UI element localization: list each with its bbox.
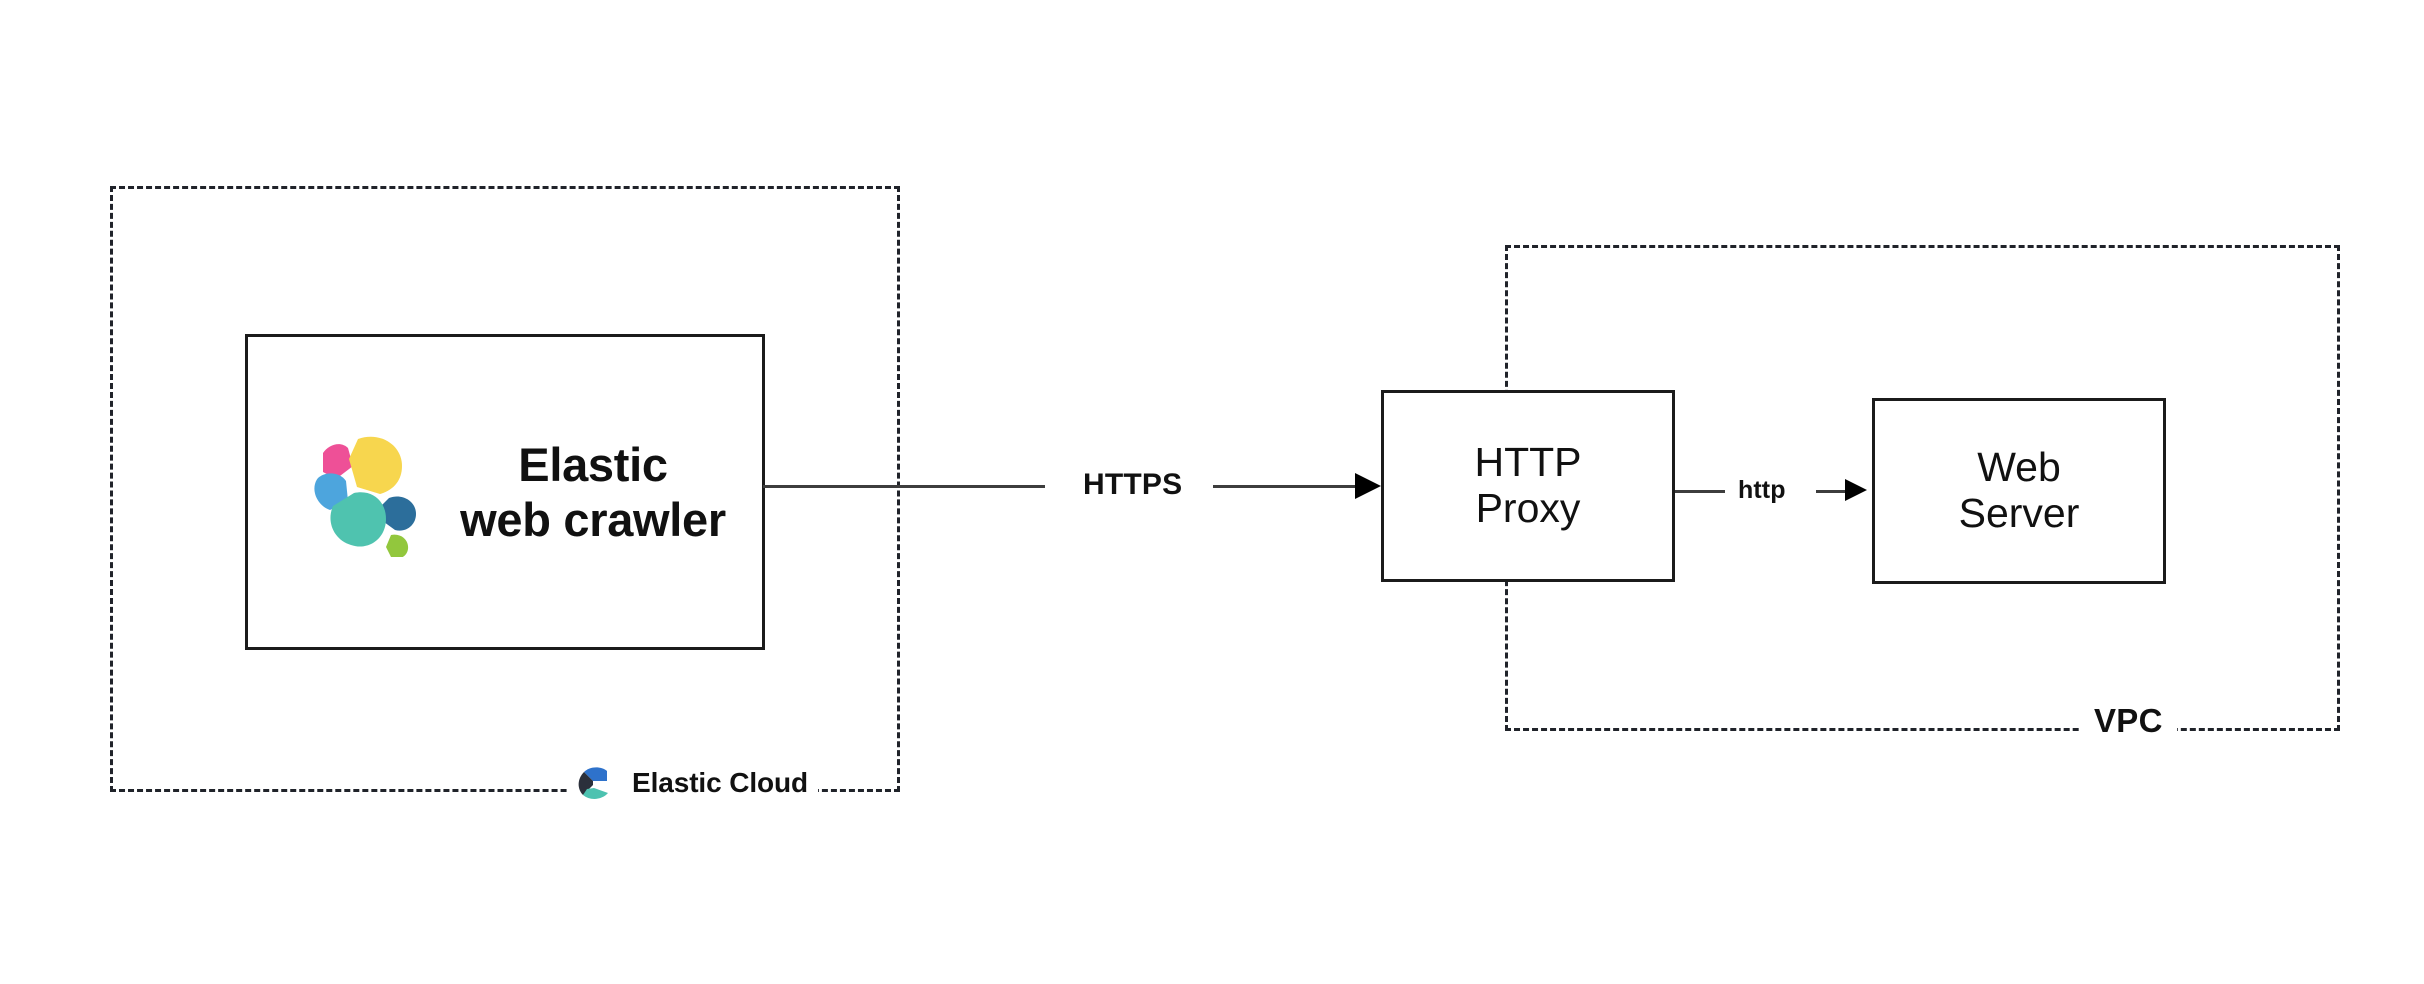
- edge-label-https: HTTPS: [1075, 466, 1191, 504]
- edge-crawler-to-https-line: [763, 485, 1045, 488]
- elastic-cloud-zone-label: Elastic Cloud: [568, 752, 819, 814]
- node-web-server[interactable]: Web Server: [1872, 398, 2166, 584]
- edge-http-arrowhead-icon: [1845, 479, 1867, 501]
- vpc-zone-label: VPC: [2080, 700, 2177, 742]
- edge-proxy-to-http-line: [1675, 490, 1725, 493]
- edge-http-to-server-line: [1816, 490, 1860, 493]
- node-http-proxy-label: HTTP Proxy: [1474, 439, 1582, 531]
- node-elastic-web-crawler[interactable]: Elastic web crawler: [245, 334, 765, 650]
- edge-https-to-proxy-line: [1213, 485, 1368, 488]
- elastic-cloud-label-text: Elastic Cloud: [632, 767, 809, 798]
- edge-label-http: http: [1731, 475, 1793, 506]
- elastic-cloud-logo-icon: [574, 762, 616, 804]
- edge-https-arrowhead-icon: [1355, 473, 1381, 499]
- elastic-cloud-boundary: [110, 186, 900, 792]
- elastic-logo-icon: [296, 427, 426, 557]
- node-crawler-label: Elastic web crawler: [460, 437, 726, 546]
- node-web-server-label: Web Server: [1958, 444, 2080, 536]
- node-http-proxy[interactable]: HTTP Proxy: [1381, 390, 1675, 582]
